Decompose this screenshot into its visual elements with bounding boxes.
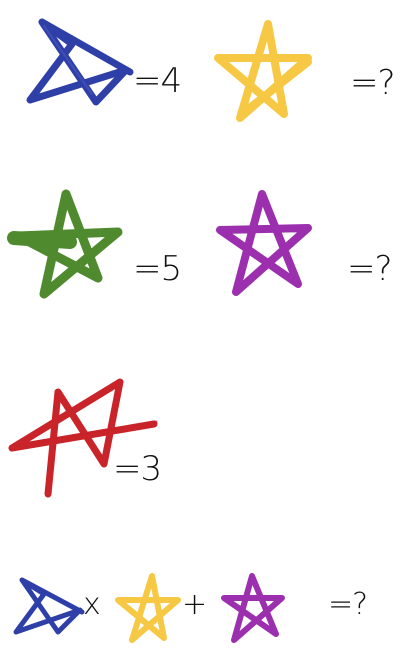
purple-star-icon <box>216 190 312 296</box>
plus-operator: + <box>182 587 207 622</box>
yellow-star-stroke <box>214 20 312 122</box>
row2-right-value: =? <box>347 249 393 289</box>
green-star-stroke <box>13 189 123 299</box>
blue-star-stroke <box>26 18 134 106</box>
red-star-stroke <box>8 378 158 498</box>
row1-left-value: =4 <box>133 61 182 101</box>
red-star-icon <box>8 378 158 498</box>
equation-result: =? <box>328 587 368 622</box>
blue-star-icon <box>26 18 134 106</box>
times-operator: x <box>83 587 101 622</box>
row3-value: =3 <box>113 449 162 489</box>
yellow-star-icon <box>214 20 312 122</box>
equation-yellow-star-icon <box>115 573 181 643</box>
row2-left-value: =5 <box>133 249 182 289</box>
green-star-icon <box>7 189 123 299</box>
equation-blue-star-icon <box>13 577 85 635</box>
purple-star-stroke <box>216 190 312 296</box>
row1-right-value: =? <box>350 63 396 103</box>
equation-purple-star-icon <box>221 573 285 643</box>
